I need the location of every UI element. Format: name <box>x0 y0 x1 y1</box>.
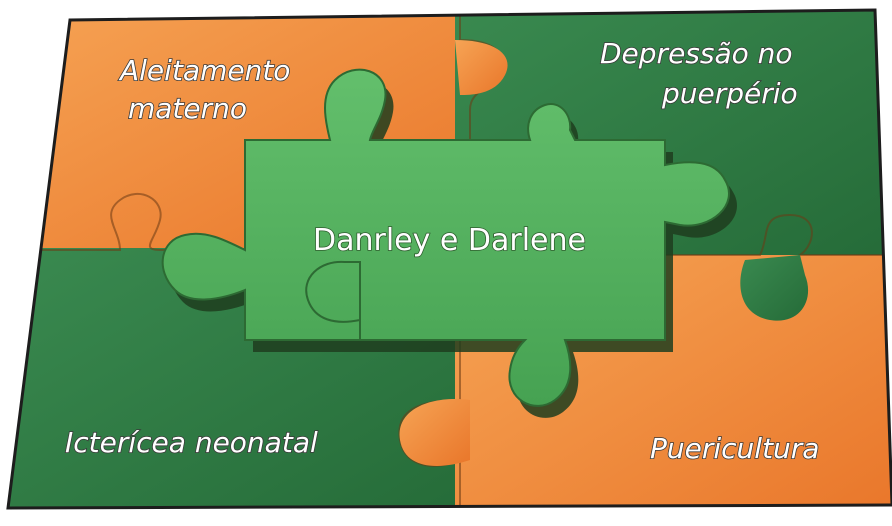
center-piece <box>161 68 730 407</box>
board-edge <box>6 8 892 510</box>
label-aleitamento-line1: Aleitamento <box>118 54 290 87</box>
label-puericultura: Puericultura <box>650 432 819 465</box>
label-ictericia: Icterícea neonatal <box>65 426 318 459</box>
label-depressao-line2: puerpério <box>661 77 798 110</box>
label-aleitamento-line2: materno <box>128 92 247 125</box>
tab-right-knob <box>740 255 809 321</box>
label-depressao-line1: Depressão no <box>600 37 793 70</box>
tab-bottom-knob <box>399 399 470 466</box>
tab-top-knob <box>455 40 508 95</box>
center-title: Danrley e Darlene <box>313 223 586 258</box>
